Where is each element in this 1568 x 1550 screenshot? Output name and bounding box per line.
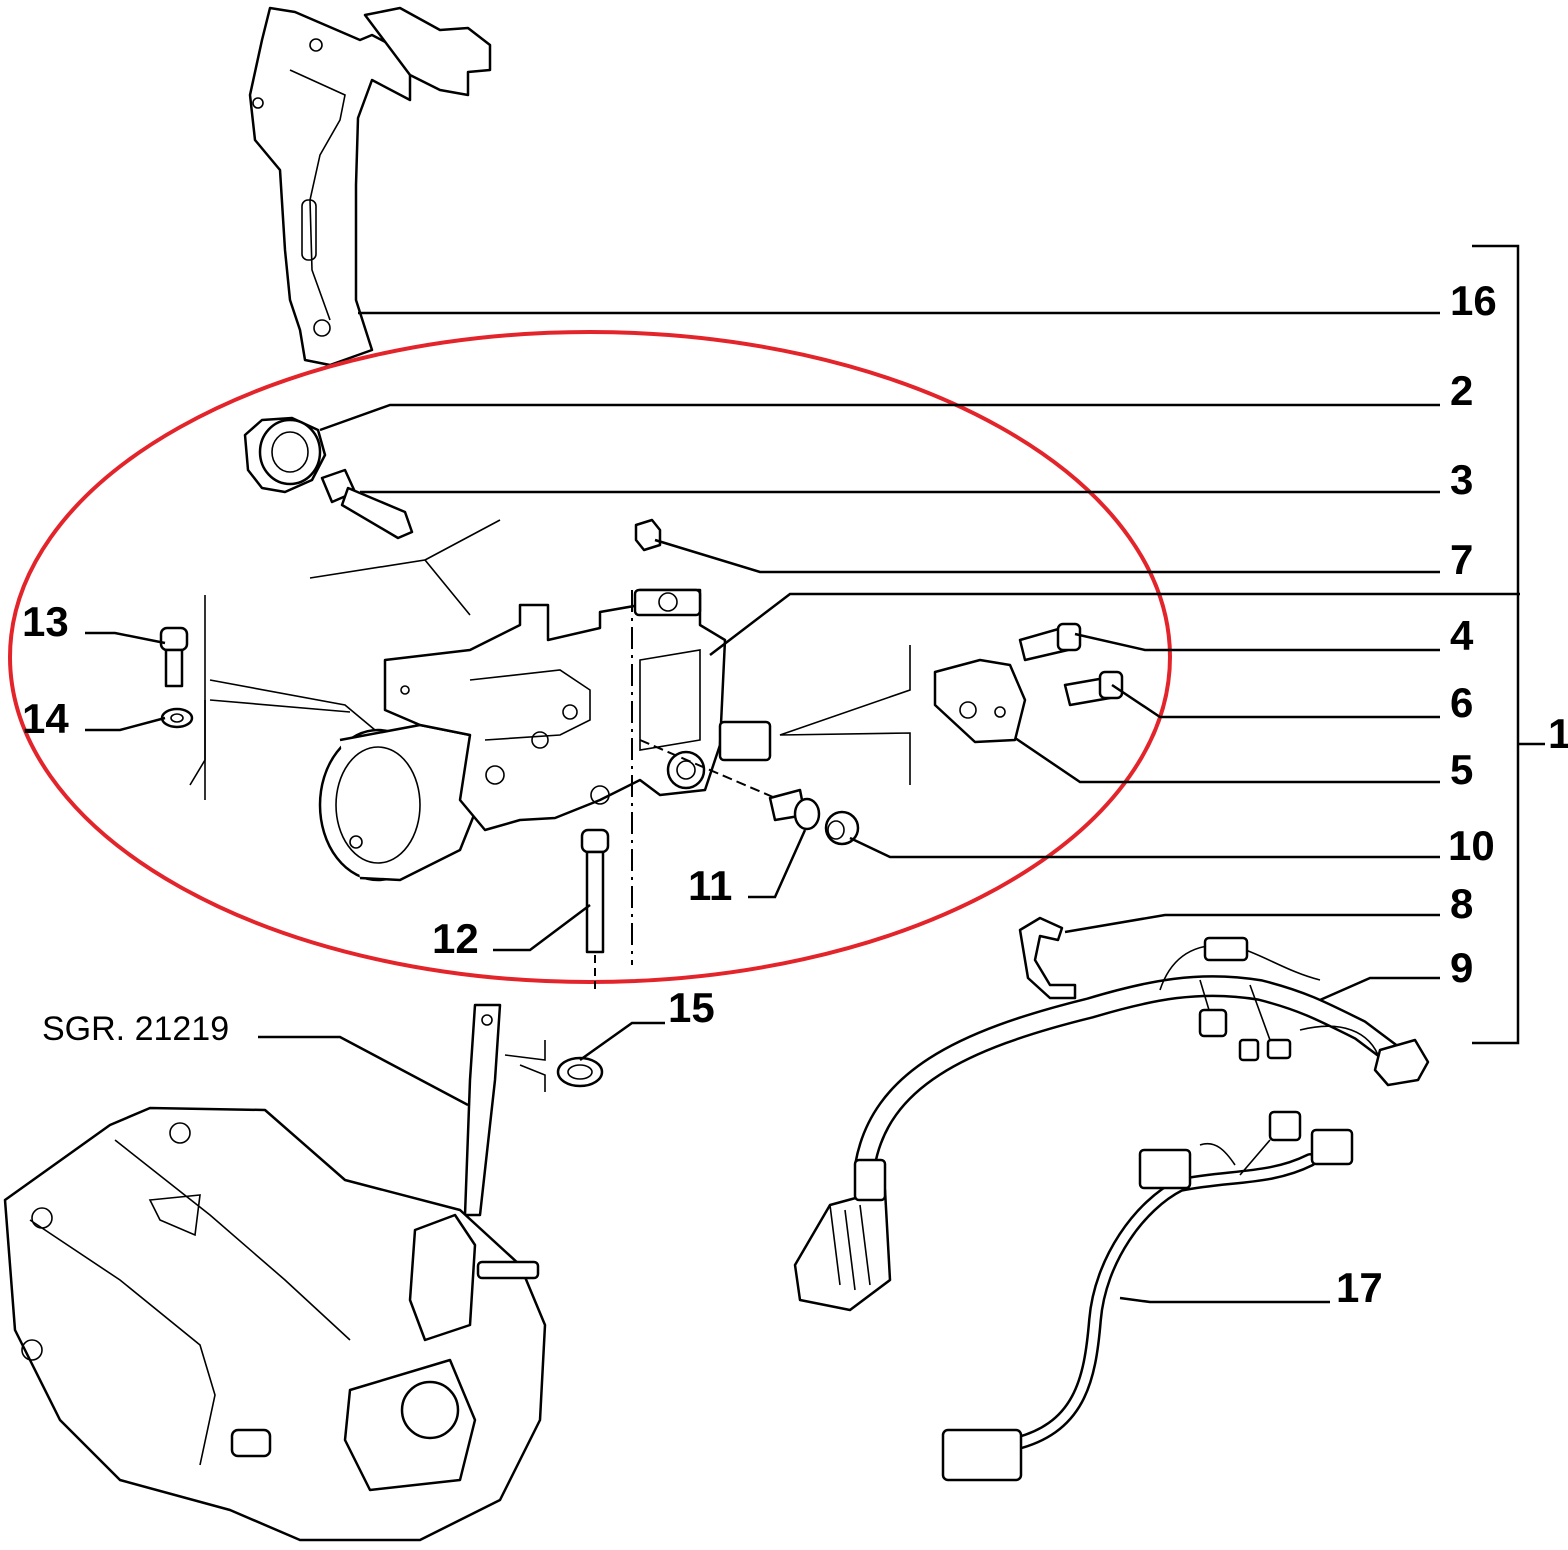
callout-3: 3 <box>1450 456 1473 503</box>
callout-17: 17 <box>1336 1264 1383 1311</box>
callout-14: 14 <box>22 695 69 742</box>
callout-4: 4 <box>1450 612 1474 659</box>
clip-part-8 <box>1018 916 1077 1000</box>
washer-part-14 <box>160 707 194 729</box>
callout-10: 10 <box>1448 822 1495 869</box>
callout-13: 13 <box>22 598 69 645</box>
bolt-part-12 <box>580 828 610 990</box>
leader-lines <box>85 244 1545 1304</box>
ring-part-15 <box>556 1056 604 1088</box>
sensor-part-5 <box>933 658 1027 744</box>
callout-6: 6 <box>1450 679 1473 726</box>
bolt-part-4 <box>1018 622 1082 662</box>
callout-7: 7 <box>1450 536 1473 583</box>
actuator-assembly-part-1 <box>318 588 781 965</box>
screw-part-11 <box>768 788 821 831</box>
callout-11: 11 <box>688 862 732 909</box>
callout-8: 8 <box>1450 880 1473 927</box>
highlight-ellipse <box>8 330 1172 984</box>
callout-2: 2 <box>1450 367 1473 414</box>
screw-part-13 <box>159 626 189 688</box>
nut-part-7 <box>634 518 662 552</box>
callout-labels: 16 2 3 7 4 6 1 5 10 8 9 13 14 11 12 15 1… <box>22 277 1568 1311</box>
boot-part-2 <box>243 416 327 494</box>
harness-part-9 <box>793 936 1430 1312</box>
callout-12: 12 <box>432 915 479 962</box>
bolt-part-6 <box>1063 670 1124 707</box>
callout-16: 16 <box>1450 277 1497 324</box>
callout-15: 15 <box>668 984 715 1031</box>
callout-9: 9 <box>1450 944 1473 991</box>
construction-lines <box>189 519 911 800</box>
callout-1: 1 <box>1548 710 1568 757</box>
gearbox <box>3 1106 547 1542</box>
bracket-part-16 <box>248 6 492 367</box>
harness-part-17 <box>941 1110 1354 1482</box>
callout-5: 5 <box>1450 746 1473 793</box>
shaft-sgr <box>463 1003 546 1217</box>
bolt-part-3 <box>320 468 414 540</box>
callout-sgr: SGR. 21219 <box>42 1010 229 1048</box>
grommet-part-10 <box>824 810 860 846</box>
